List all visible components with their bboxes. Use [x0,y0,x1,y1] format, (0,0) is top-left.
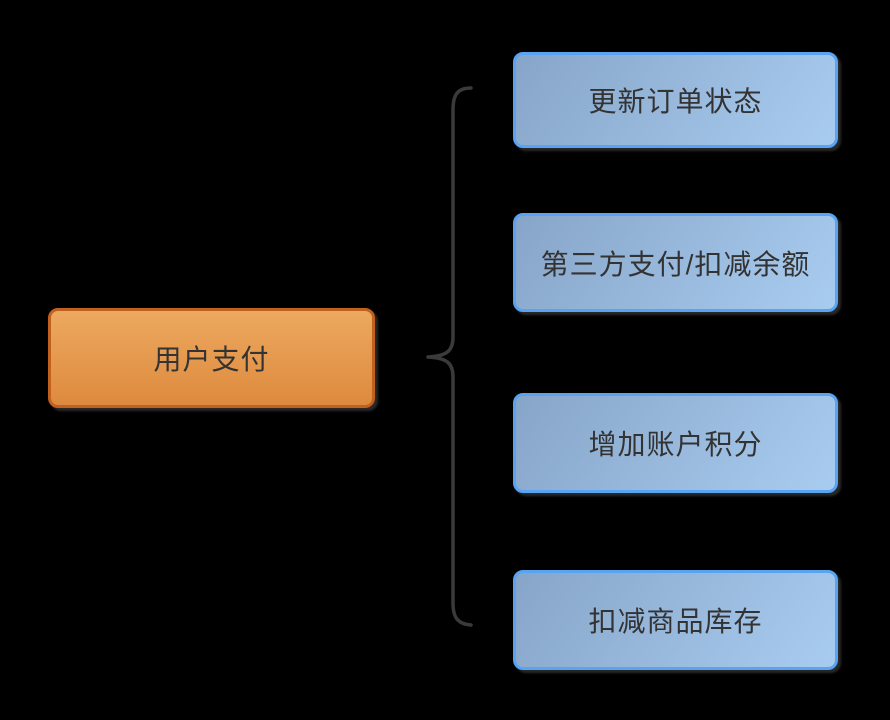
brace-path [426,86,473,627]
root-node-label: 用户支付 [153,344,270,375]
child-node-update-order-status: 更新订单状态 [513,52,838,148]
child-node-increase-account-points: 增加账户积分 [513,393,838,493]
child-node-label: 扣减商品库存 [588,606,763,637]
child-node-deduct-inventory: 扣减商品库存 [513,570,838,670]
root-node-user-payment: 用户支付 [48,308,375,408]
child-node-label: 更新订单状态 [588,86,763,117]
child-node-third-party-payment: 第三方支付/扣减余额 [513,213,838,312]
child-node-label: 增加账户积分 [588,429,763,460]
child-node-label: 第三方支付/扣减余额 [540,248,811,280]
